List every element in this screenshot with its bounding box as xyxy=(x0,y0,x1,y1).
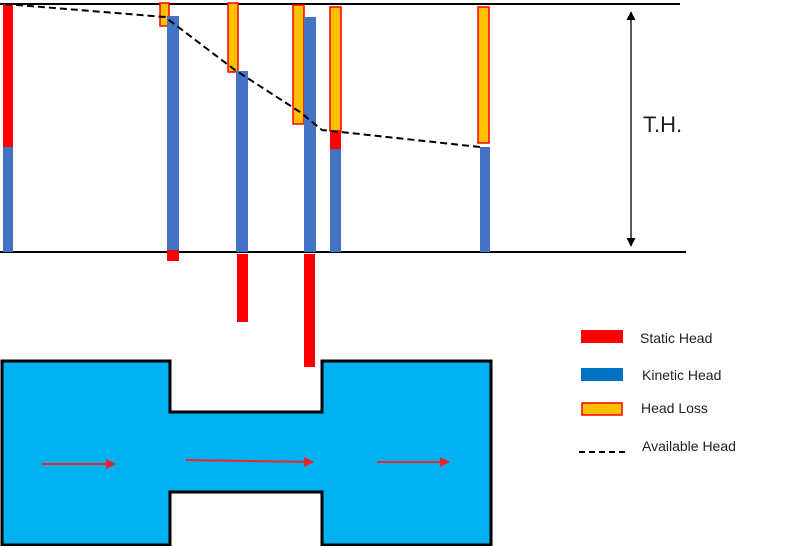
legend-label-available: Available Head xyxy=(642,438,736,454)
kinetic-head-bar xyxy=(480,147,490,252)
head-loss-bar xyxy=(292,4,305,125)
legend: Static Head Kinetic Head Head Loss Avail… xyxy=(579,330,736,454)
total-head-label: T.H. xyxy=(643,112,682,137)
static-head-bar xyxy=(167,250,179,261)
kinetic-head-bar xyxy=(236,71,248,252)
head-loss-bar xyxy=(477,6,490,144)
kinetic-head-bar xyxy=(3,147,13,252)
kinetic-head-bar xyxy=(330,149,341,252)
legend-swatch-static xyxy=(581,330,623,343)
pipe-body xyxy=(0,359,493,546)
head-loss-bar xyxy=(159,2,170,27)
available-head-line xyxy=(4,3,481,148)
kinetic-head-bar xyxy=(167,16,179,252)
static-head-bar xyxy=(304,254,315,367)
head-loss-bar xyxy=(329,6,342,132)
legend-label-kinetic: Kinetic Head xyxy=(642,367,721,383)
legend-swatch-loss xyxy=(581,402,623,416)
kinetic-head-bar xyxy=(304,17,316,252)
static-head-bar xyxy=(3,4,13,147)
legend-label-loss: Head Loss xyxy=(641,400,708,416)
legend-label-static: Static Head xyxy=(640,330,712,346)
flow-arrow xyxy=(185,456,314,467)
static-head-bar xyxy=(237,254,248,322)
legend-swatch-kinetic xyxy=(581,368,623,381)
head-loss-bar xyxy=(227,2,239,73)
static-head-bar xyxy=(330,131,341,149)
